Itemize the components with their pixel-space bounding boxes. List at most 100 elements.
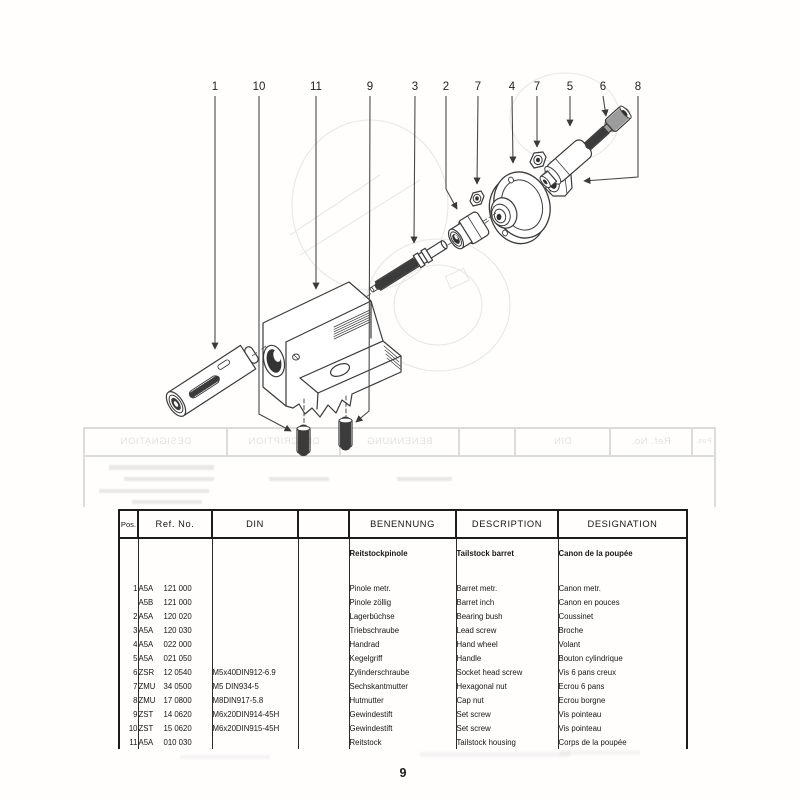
ref-number: 010 030 — [163, 737, 192, 747]
machined-ways-hatching — [333, 309, 371, 340]
cell-designation: Coussinet — [557, 609, 687, 623]
callout-6-label: 6 — [600, 81, 606, 93]
cell-benennung: Kegelgriff — [348, 651, 456, 665]
leader-line-2 — [445, 96, 458, 210]
ref-number: 17 0800 — [163, 695, 192, 705]
cell-spare — [297, 637, 349, 651]
cell-designation: Vis 6 pans creux — [557, 665, 687, 679]
col-header-spare — [297, 510, 349, 539]
cell-pos: 11 — [129, 737, 138, 747]
keyway-slot — [217, 359, 231, 370]
base-slot-hole — [329, 363, 351, 377]
cell-ref-no: ZST 14 0620 — [137, 707, 212, 721]
cell-din: M6x20DIN914-45H — [211, 707, 298, 721]
cell-din — [211, 581, 298, 595]
ref-prefix: ZSR — [138, 667, 155, 677]
col-header-din: DIN — [211, 510, 298, 539]
ref-prefix: A5A — [138, 583, 154, 593]
part-1-barrel-drawing — [165, 344, 259, 417]
cell-pos: 7 — [133, 681, 138, 691]
cell-pos: 10 — [128, 723, 138, 733]
cell-benennung: Handrad — [348, 637, 456, 651]
part-9-set-screw-drawing — [338, 416, 353, 451]
cell-pos: 4 — [133, 639, 138, 649]
ghost-text-smudge — [560, 750, 640, 755]
callout-3-label: 3 — [412, 81, 418, 93]
cell-designation: Ecrou borgne — [557, 693, 687, 707]
ref-number: 14 0620 — [163, 709, 192, 719]
cell-designation: Vis pointeau — [557, 721, 687, 735]
leader-line-7a — [473, 95, 481, 185]
cell-designation: Canon en pouces — [557, 595, 687, 609]
cell-designation: Bouton cylindrique — [557, 651, 687, 665]
flange-hole — [502, 229, 508, 237]
cell-pos: 8 — [133, 695, 138, 705]
cell-benennung: Gewindestift — [348, 721, 456, 735]
callout-11-label: 11 — [310, 81, 322, 93]
ref-number: 121 000 — [163, 583, 192, 593]
cell-benennung: Reitstock — [348, 735, 456, 749]
cell-benennung: Triebschraube — [348, 623, 456, 637]
base-end-hatching — [383, 345, 401, 370]
ref-number: 15 0620 — [163, 723, 192, 733]
cell-benennung: Sechskantmutter — [348, 679, 456, 693]
part-6-socket-head-screw-drawing — [584, 105, 632, 150]
callout-7a-label: 7 — [475, 81, 481, 93]
parts-list-table: Pos. Ref. No. DIN BENENNUNG DESCRIPTION … — [118, 509, 688, 749]
ref-prefix: A5A — [138, 639, 154, 649]
cell-description: Lead screw — [455, 623, 558, 637]
leader-line-6 — [601, 95, 609, 117]
cell-ref-no: ZST 15 0620 — [137, 721, 212, 735]
cell-spare — [297, 609, 349, 623]
cell-din — [211, 651, 298, 665]
cell-spare — [297, 707, 349, 721]
callout-2-label: 2 — [443, 81, 449, 93]
callout-1-label: 1 — [212, 81, 218, 93]
cell-din: M5x40DIN912-6.9 — [211, 665, 298, 679]
exploded-view-diagram: 1 10 11 9 3 2 7 4 7 5 6 8 — [165, 72, 641, 457]
cell-din — [211, 595, 298, 609]
cell-spare — [297, 693, 349, 707]
cell-spare — [297, 721, 349, 735]
part-2-bearing-bush-drawing — [447, 211, 490, 250]
ref-prefix: ZST — [138, 709, 154, 719]
cell-description: Hand wheel — [455, 637, 558, 651]
cell-designation: Corps de la poupée — [557, 735, 687, 749]
part-4-hand-wheel-drawing — [488, 171, 551, 245]
cell-pos: 6 — [133, 667, 138, 677]
page-number: 9 — [399, 766, 407, 780]
cell-din — [211, 609, 298, 623]
cell-description: Barret metr. — [455, 581, 558, 595]
leader-line-3 — [410, 95, 418, 244]
cell-spare — [297, 665, 349, 679]
ghost-text-smudge — [180, 755, 270, 759]
cell-description: Handle — [455, 651, 558, 665]
col-header-ref-no: Ref. No. — [137, 510, 212, 539]
cell-benennung: Hutmutter — [348, 693, 456, 707]
callout-5-label: 5 — [567, 81, 573, 93]
cell-benennung: Lagerbüchse — [348, 609, 456, 623]
ref-prefix: A5A — [138, 653, 154, 663]
cell-description: Set screw — [455, 707, 558, 721]
spacer-row — [119, 560, 687, 581]
cell-spare — [297, 623, 349, 637]
group-benennung: Reitstockpinole — [348, 547, 456, 560]
graduation-ticks — [189, 375, 220, 398]
ref-prefix: ZST — [138, 723, 154, 733]
cell-din — [211, 735, 298, 749]
cell-designation: Broche — [557, 623, 687, 637]
cell-spare — [297, 735, 349, 749]
cell-din — [211, 637, 298, 651]
cell-pos: 3 — [133, 625, 138, 635]
